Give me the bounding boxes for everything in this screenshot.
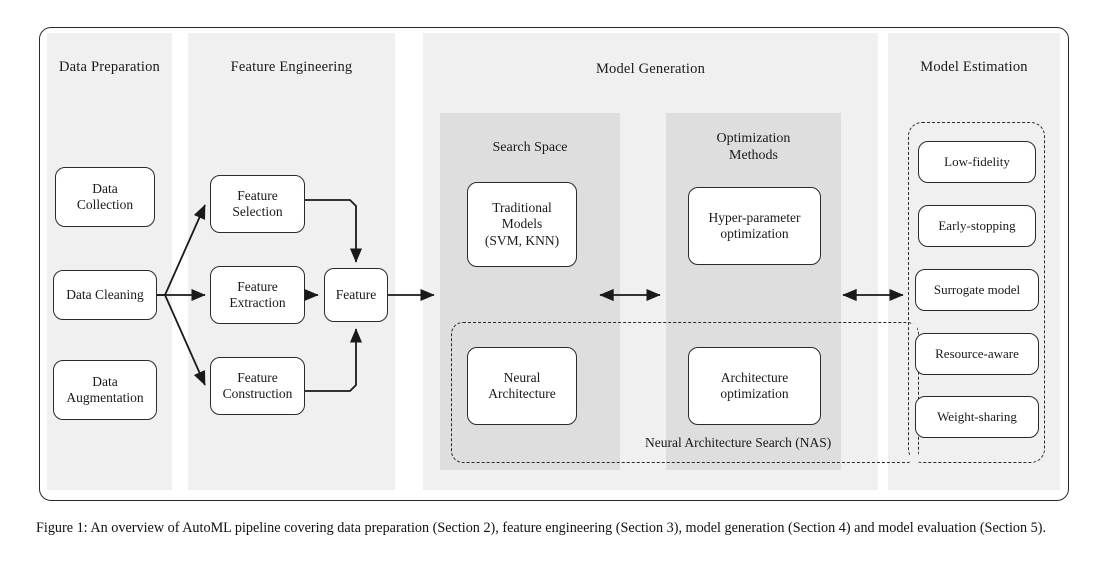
dashed-merge-mask-bottom [910, 452, 918, 464]
stage-panel-data-preparation [47, 33, 172, 490]
node-label: Feature [335, 286, 377, 302]
node-resource-aware[interactable]: Resource-aware [915, 333, 1039, 375]
node-label: Data Cleaning [66, 286, 144, 302]
node-label: Feature Construction [222, 369, 293, 401]
node-data-cleaning[interactable]: Data Cleaning [53, 270, 157, 320]
node-label: Feature Extraction [229, 278, 286, 310]
node-label: Feature Selection [232, 187, 283, 219]
node-feature-selection[interactable]: Feature Selection [210, 175, 305, 233]
node-neural-architecture[interactable]: Neural Architecture [467, 347, 577, 425]
node-label: Low-fidelity [944, 154, 1010, 170]
node-label: Traditional Models (SVM, KNN) [484, 199, 560, 248]
node-label: Neural Architecture [488, 369, 556, 401]
node-hyper-parameter-optimization[interactable]: Hyper-parameter optimization [688, 187, 821, 265]
node-label: Architecture optimization [720, 369, 789, 401]
nas-dashed-group [451, 322, 919, 463]
node-label: Data Augmentation [66, 373, 144, 405]
node-feature-extraction[interactable]: Feature Extraction [210, 266, 305, 324]
stage-title-model-generation: Model Generation [595, 61, 706, 77]
node-early-stopping[interactable]: Early-stopping [918, 205, 1036, 247]
stage-panel-feature-engineering [188, 33, 395, 490]
node-feature-construction[interactable]: Feature Construction [210, 357, 305, 415]
node-label: Weight-sharing [937, 409, 1017, 425]
node-label: Early-stopping [938, 218, 1016, 234]
node-label: Surrogate model [933, 282, 1021, 298]
node-label: Resource-aware [935, 346, 1019, 362]
node-label: Hyper-parameter optimization [708, 209, 801, 241]
sub-panel-title-optimization-methods: Optimization Methods [716, 131, 791, 164]
node-weight-sharing[interactable]: Weight-sharing [915, 396, 1039, 438]
node-feature[interactable]: Feature [324, 268, 388, 322]
stage-title-feature-engineering: Feature Engineering [230, 59, 353, 75]
nas-group-label: Neural Architecture Search (NAS) [645, 435, 832, 450]
model-estimation-dashed-group [908, 122, 1045, 463]
dashed-merge-mask-top [910, 324, 917, 336]
figure-caption: Figure 1: An overview of AutoML pipeline… [36, 520, 1047, 536]
node-label: Data Collection [76, 180, 134, 212]
node-surrogate-model[interactable]: Surrogate model [915, 269, 1039, 311]
node-low-fidelity[interactable]: Low-fidelity [918, 141, 1036, 183]
node-architecture-optimization[interactable]: Architecture optimization [688, 347, 821, 425]
node-data-augmentation[interactable]: Data Augmentation [53, 360, 157, 420]
node-data-collection[interactable]: Data Collection [55, 167, 155, 227]
stage-title-data-preparation: Data Preparation [58, 59, 161, 75]
sub-panel-title-search-space: Search Space [492, 140, 568, 155]
node-traditional-models[interactable]: Traditional Models (SVM, KNN) [467, 182, 577, 267]
stage-title-model-estimation: Model Estimation [920, 59, 1028, 75]
